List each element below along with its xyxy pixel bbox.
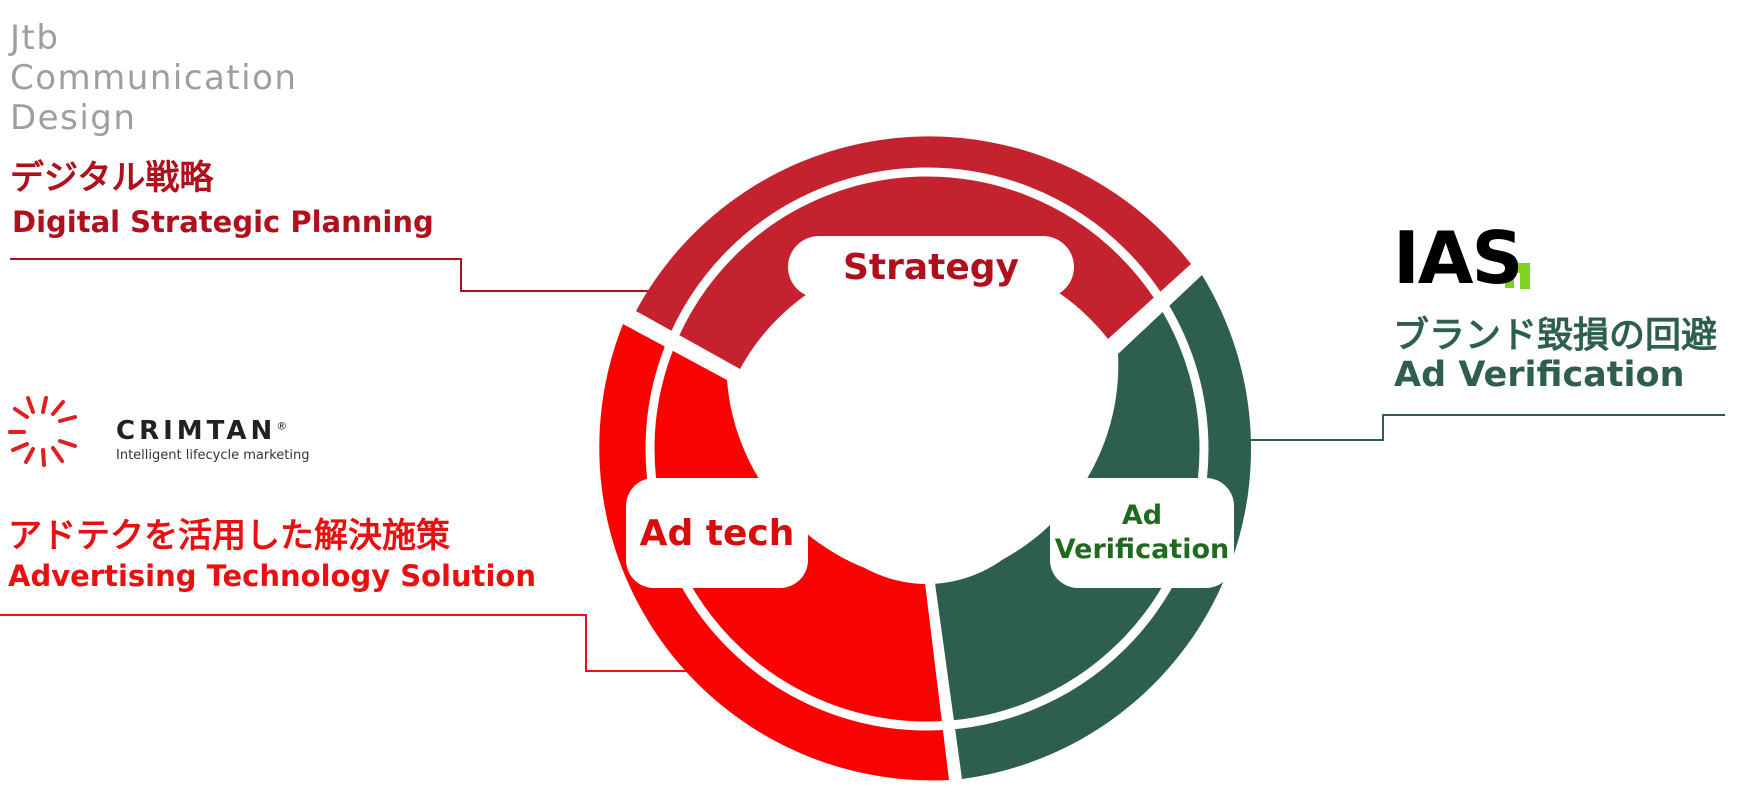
crimtan-logo-name: CRIMTAN® xyxy=(116,416,287,446)
ring-outer-divider xyxy=(645,167,1209,731)
adtech-label-jp: アドテクを活用した解決施策 xyxy=(8,516,450,556)
crimtan-registered-mark: ® xyxy=(276,419,288,433)
adver-pill: Ad Verification xyxy=(1050,478,1234,588)
adver-label-en: Ad Verification xyxy=(1394,355,1685,395)
jtb-logo-line1: Jtb xyxy=(10,18,60,58)
ias-logo: IAS xyxy=(1393,216,1523,300)
adtech-pill: Ad tech xyxy=(626,478,808,588)
adtech-label-en: Advertising Technology Solution xyxy=(8,559,536,593)
adver-label-jp: ブランド毀損の回避 xyxy=(1393,315,1718,356)
strategy-pill-label: Strategy xyxy=(842,246,1020,288)
jtb-logo-line3: Design xyxy=(10,98,137,138)
crimtan-starburst-icon xyxy=(8,396,77,467)
adver-pill-line2: Verification xyxy=(1054,534,1230,565)
leader-line-adver xyxy=(1250,414,1725,441)
ias-corner-mark-icon xyxy=(1505,263,1530,289)
leader-line-strategy xyxy=(10,258,650,292)
jtb-logo-line2: Communication xyxy=(10,58,298,98)
strategy-pill: Strategy xyxy=(788,236,1074,298)
crimtan-name-text: CRIMTAN xyxy=(116,416,277,446)
leader-line-adtech xyxy=(0,614,690,672)
adtech-pill-label: Ad tech xyxy=(639,512,795,554)
crimtan-tagline: Intelligent lifecycle marketing xyxy=(116,448,310,463)
strategy-label-en: Digital Strategic Planning xyxy=(12,205,434,239)
ias-corner-dot-icon xyxy=(1505,279,1514,288)
adver-pill-line1: Ad xyxy=(1121,500,1163,531)
jtb-logo: Jtb Communication Design xyxy=(10,18,297,138)
center-hole xyxy=(798,326,1056,584)
strategy-label-jp: デジタル戦略 xyxy=(10,158,214,198)
